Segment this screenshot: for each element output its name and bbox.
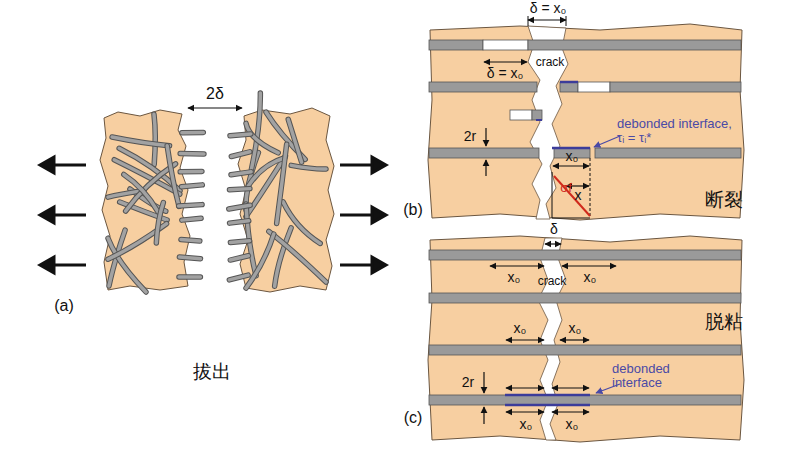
dimension-label: x₀ — [566, 149, 579, 164]
dimension-label: x₀ — [569, 321, 582, 336]
panel-letter: (b) — [403, 201, 423, 219]
dimension-label: x — [575, 188, 582, 203]
interface-label: debonded interface — [612, 362, 712, 391]
dimension-label: δ — [550, 222, 558, 237]
panel-title: 拔出 — [193, 362, 231, 383]
panel-letter: (a) — [54, 297, 74, 315]
dimension-label: δ = x₀ — [487, 66, 524, 81]
panel-letter: (c) — [404, 409, 423, 427]
dimension-label: x₀ — [584, 270, 597, 285]
dimension-label: x₀ — [514, 321, 527, 336]
dimension-label: x₀ — [520, 417, 533, 432]
interface-label: debonded interface, τᵢ = τᵢ* — [617, 117, 735, 146]
crack-label: crack — [538, 275, 567, 288]
stress-label: σf — [560, 181, 572, 195]
diameter-label: 2r — [464, 129, 476, 144]
crack-label: crack — [536, 56, 565, 69]
dimension-label: δ = x₀ — [530, 1, 567, 16]
panel-title: 断裂 — [705, 190, 743, 211]
diameter-label: 2r — [462, 375, 474, 390]
dimension-label: x₀ — [508, 270, 521, 285]
gap-dimension: 2δ — [206, 85, 224, 103]
dimension-label: x₀ — [566, 417, 579, 432]
panel-title: 脱粘 — [705, 312, 743, 333]
